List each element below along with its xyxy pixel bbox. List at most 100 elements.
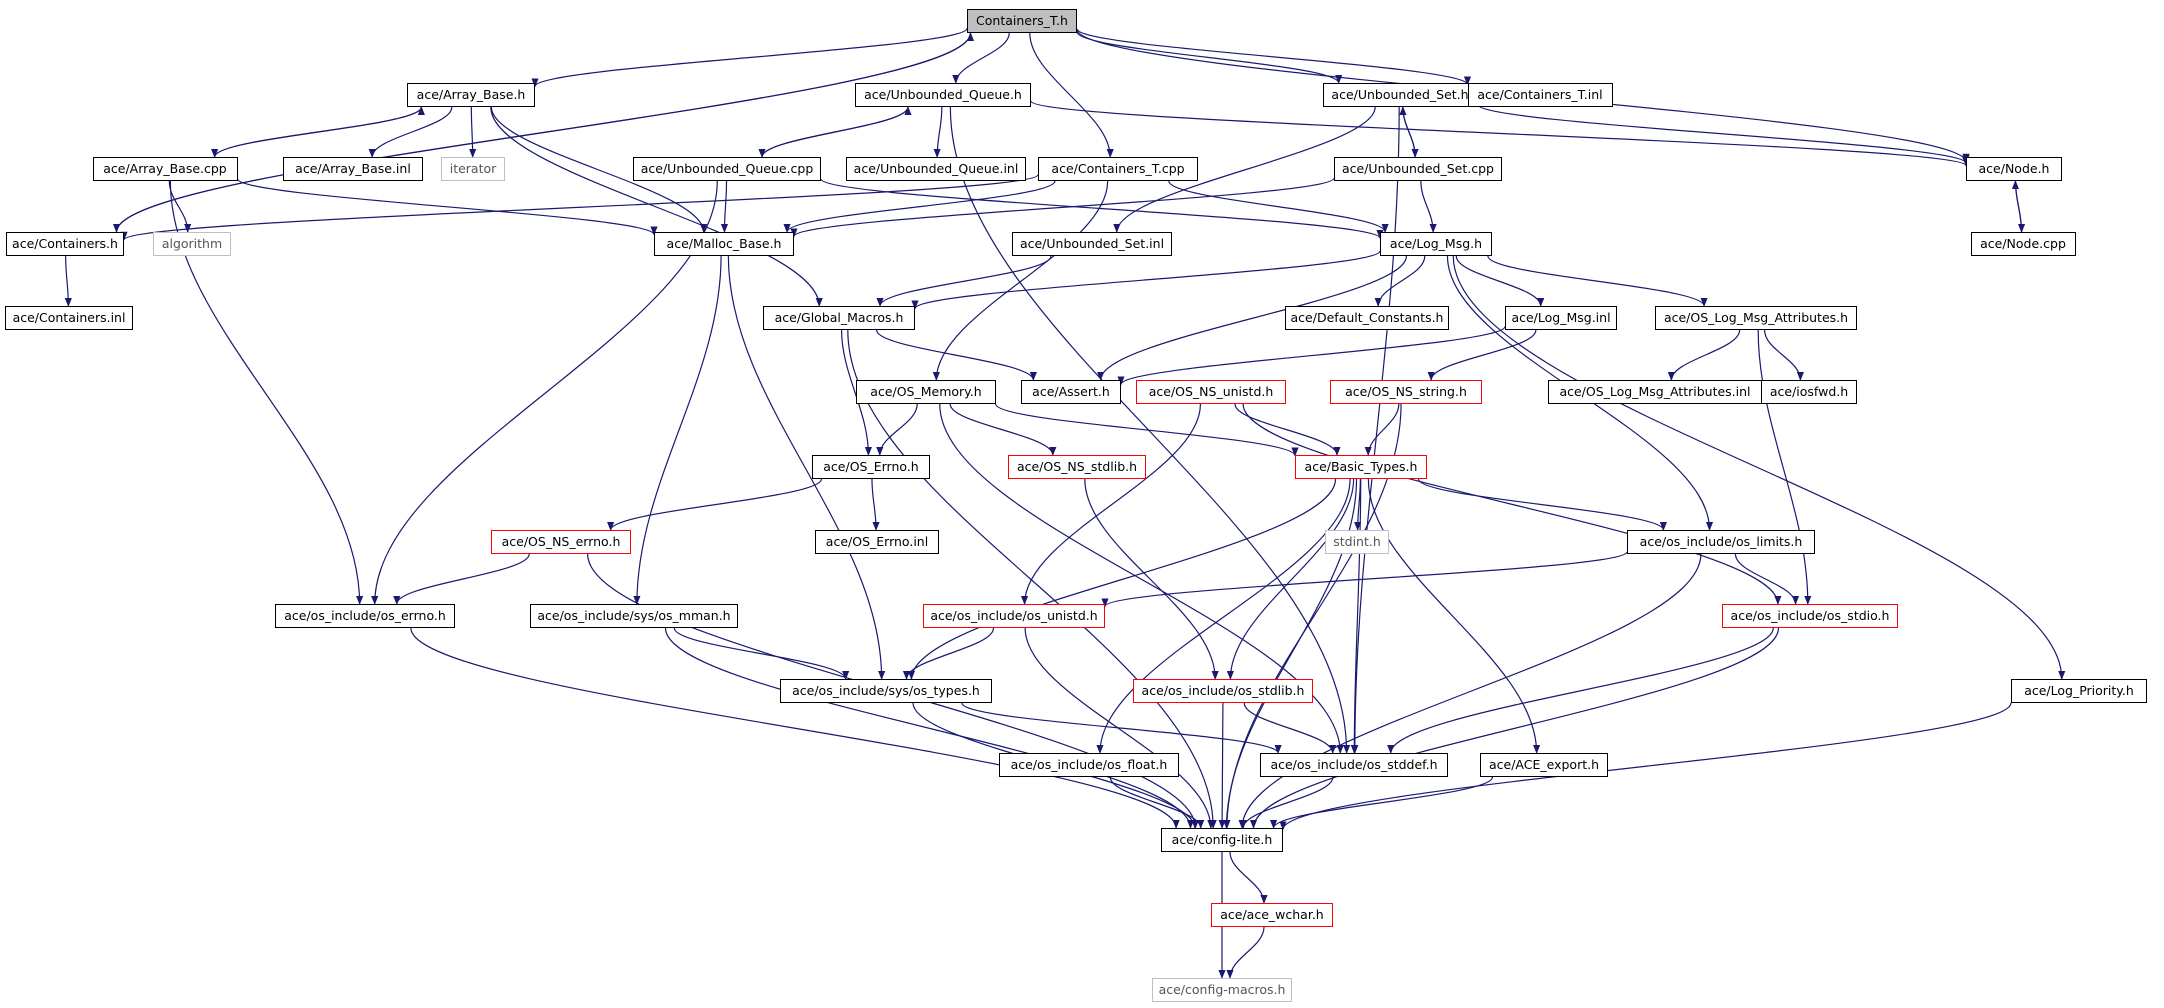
node-unbounded-set-inl[interactable]: ace/Unbounded_Set.inl — [1012, 232, 1172, 256]
edge-array-base-h-to-malloc-base-h — [490, 106, 708, 233]
edge-array-base-h-to-iterator — [469, 106, 477, 158]
node-assert-h[interactable]: ace/Assert.h — [1021, 380, 1121, 404]
node-log-priority-h[interactable]: ace/Log_Priority.h — [2011, 679, 2147, 703]
node-unbounded-set-h[interactable]: ace/Unbounded_Set.h — [1322, 83, 1478, 107]
edge-os-ns-stdlib-h-to-os-include-stdlib-h — [1084, 478, 1219, 680]
node-os-ns-string-h[interactable]: ace/OS_NS_string.h — [1330, 380, 1482, 404]
edge-os-log-msg-attributes-h-to-os-log-msg-attributes-inl — [1667, 329, 1741, 381]
edge-array-base-h-to-array-base-inl — [368, 106, 453, 158]
node-unbounded-queue-cpp[interactable]: ace/Unbounded_Queue.cpp — [633, 157, 821, 181]
node-array-base-cpp[interactable]: ace/Array_Base.cpp — [92, 157, 238, 181]
node-iterator[interactable]: iterator — [441, 157, 505, 181]
node-os-errno-h[interactable]: ace/OS_Errno.h — [812, 455, 930, 479]
edge-malloc-base-h-to-os-types-h — [727, 255, 886, 680]
node-os-ns-unistd-h[interactable]: ace/OS_NS_unistd.h — [1136, 380, 1286, 404]
edge-os-ns-unistd-h-to-os-include-stdio-h — [1242, 403, 1782, 605]
node-containers-inl[interactable]: ace/Containers.inl — [5, 306, 133, 330]
node-log-msg-inl[interactable]: ace/Log_Msg.inl — [1505, 306, 1617, 330]
edge-unbounded-queue-h-to-node-h — [1030, 100, 1970, 167]
node-os-mman-h[interactable]: ace/os_include/sys/os_mman.h — [530, 604, 738, 628]
edge-log-msg-inl-to-os-ns-string-h — [1427, 329, 1537, 381]
edge-containers-t-h-to-array-base-h — [531, 27, 968, 88]
node-os-stddef-h[interactable]: ace/os_include/os_stddef.h — [1260, 753, 1448, 777]
node-os-errno-inl[interactable]: ace/OS_Errno.inl — [815, 530, 939, 554]
node-os-ns-stdlib-h[interactable]: ace/OS_NS_stdlib.h — [1008, 455, 1146, 479]
node-unbounded-queue-h[interactable]: ace/Unbounded_Queue.h — [855, 83, 1031, 107]
edge-log-msg-h-to-global-macros-h — [911, 250, 1381, 310]
edge-os-include-errno-h-to-config-lite-h — [410, 627, 1180, 829]
edge-global-macros-h-to-assert-h — [876, 329, 1037, 381]
node-default-constants-h[interactable]: ace/Default_Constants.h — [1285, 306, 1449, 330]
node-node-cpp[interactable]: ace/Node.cpp — [1970, 232, 2076, 256]
edge-os-memory-h-to-os-ns-stdlib-h — [949, 403, 1057, 456]
edge-containers-t-cpp-to-log-msg-h — [1168, 180, 1389, 233]
edge-unbounded-queue-h-to-unbounded-queue-inl — [933, 106, 943, 158]
node-unbounded-set-cpp[interactable]: ace/Unbounded_Set.cpp — [1334, 157, 1502, 181]
edge-unbounded-set-inl-to-global-macros-h — [876, 255, 1052, 307]
node-containers-t-inl[interactable]: ace/Containers_T.inl — [1467, 83, 1613, 107]
edge-os-errno-h-to-os-ns-errno-h — [607, 478, 822, 531]
edge-config-lite-h-to-ace-wchar-h — [1229, 851, 1268, 904]
edge-ace-wchar-h-to-config-macros-h — [1226, 926, 1265, 979]
node-os-include-stdio-h[interactable]: ace/os_include/os_stdio.h — [1722, 604, 1898, 628]
edge-unbounded-set-h-to-node-h — [1476, 103, 1970, 165]
node-array-base-h[interactable]: ace/Array_Base.h — [407, 83, 535, 107]
edge-os-mman-h-to-config-lite-h — [664, 627, 1195, 829]
edge-unbounded-queue-cpp-to-malloc-base-h — [720, 180, 729, 233]
node-config-macros-h[interactable]: ace/config-macros.h — [1152, 978, 1292, 1002]
edge-basic-types-h-to-os-float-h — [1096, 478, 1351, 754]
edge-os-memory-h-to-os-stddef-h — [939, 403, 1344, 754]
edge-containers-t-cpp-to-malloc-base-h — [783, 180, 1056, 233]
edge-os-include-stdlib-h-to-config-lite-h — [1218, 702, 1226, 829]
edge-os-include-stdlib-h-to-os-stddef-h — [1243, 702, 1337, 754]
edge-basic-types-h-to-os-types-h — [907, 478, 1337, 680]
edge-containers-t-h-to-containers-t-inl — [1076, 28, 1471, 86]
node-log-msg-h[interactable]: ace/Log_Msg.h — [1380, 232, 1492, 256]
edge-os-ns-unistd-h-to-basic-types-h — [1234, 403, 1341, 456]
node-global-macros-h[interactable]: ace/Global_Macros.h — [763, 306, 915, 330]
edge-os-mman-h-to-os-types-h — [673, 627, 850, 680]
node-malloc-base-h[interactable]: ace/Malloc_Base.h — [654, 232, 794, 256]
node-ace-wchar-h[interactable]: ace/ace_wchar.h — [1211, 903, 1333, 927]
edge-os-memory-h-to-os-errno-h — [876, 403, 918, 456]
edge-os-limits-h-to-os-include-stdio-h — [1734, 553, 1800, 605]
node-containers-t-h: Containers_T.h — [967, 9, 1077, 33]
edge-log-msg-inl-to-assert-h — [1117, 325, 1506, 386]
node-array-base-inl[interactable]: ace/Array_Base.inl — [283, 157, 423, 181]
edge-unbounded-set-cpp-to-unbounded-set-h — [1399, 106, 1416, 158]
edge-basic-types-h-to-config-lite-h — [1222, 478, 1358, 829]
edge-containers-t-cpp-to-os-memory-h — [932, 180, 1109, 381]
edge-unbounded-set-cpp-to-malloc-base-h — [790, 177, 1335, 238]
node-basic-types-h[interactable]: ace/Basic_Types.h — [1295, 455, 1427, 479]
edge-unbounded-set-cpp-to-log-msg-h — [1420, 180, 1437, 233]
edge-os-limits-h-to-config-lite-h — [1238, 553, 1702, 829]
node-os-limits-h[interactable]: ace/os_include/os_limits.h — [1627, 530, 1815, 554]
node-ace-export-h[interactable]: ace/ACE_export.h — [1480, 753, 1608, 777]
node-os-include-unistd-h[interactable]: ace/os_include/os_unistd.h — [923, 604, 1105, 628]
edge-basic-types-h-to-ace-export-h — [1367, 478, 1541, 754]
edge-os-memory-h-to-basic-types-h — [995, 403, 1299, 457]
edge-unbounded-set-h-to-os-stddef-h — [1351, 106, 1400, 754]
edge-containers-t-cpp-to-containers-h — [120, 174, 1039, 241]
node-os-log-msg-attributes-h[interactable]: ace/OS_Log_Msg_Attributes.h — [1655, 306, 1857, 330]
node-os-include-stdlib-h[interactable]: ace/os_include/os_stdlib.h — [1133, 679, 1313, 703]
node-os-float-h[interactable]: ace/os_include/os_float.h — [999, 753, 1179, 777]
node-config-lite-h[interactable]: ace/config-lite.h — [1161, 828, 1283, 852]
node-os-ns-errno-h[interactable]: ace/OS_NS_errno.h — [491, 530, 631, 554]
node-containers-h[interactable]: ace/Containers.h — [6, 232, 124, 256]
edge-os-include-stdio-h-to-os-stddef-h — [1387, 627, 1774, 754]
node-unbounded-queue-inl[interactable]: ace/Unbounded_Queue.inl — [846, 157, 1026, 181]
node-os-include-errno-h[interactable]: ace/os_include/os_errno.h — [275, 604, 455, 628]
node-iosfwd-h[interactable]: ace/iosfwd.h — [1761, 380, 1857, 404]
node-node-h[interactable]: ace/Node.h — [1966, 157, 2062, 181]
node-containers-t-cpp[interactable]: ace/Containers_T.cpp — [1038, 157, 1198, 181]
edge-malloc-base-h-to-os-mman-h — [633, 255, 722, 605]
edge-os-ns-errno-h-to-os-include-errno-h — [393, 553, 530, 605]
node-os-log-msg-attributes-inl[interactable]: ace/OS_Log_Msg_Attributes.inl — [1548, 380, 1762, 404]
node-os-types-h[interactable]: ace/os_include/sys/os_types.h — [780, 679, 992, 703]
node-os-memory-h[interactable]: ace/OS_Memory.h — [856, 380, 996, 404]
node-stdint-h[interactable]: stdint.h — [1325, 530, 1389, 554]
node-algorithm[interactable]: algorithm — [153, 232, 231, 256]
